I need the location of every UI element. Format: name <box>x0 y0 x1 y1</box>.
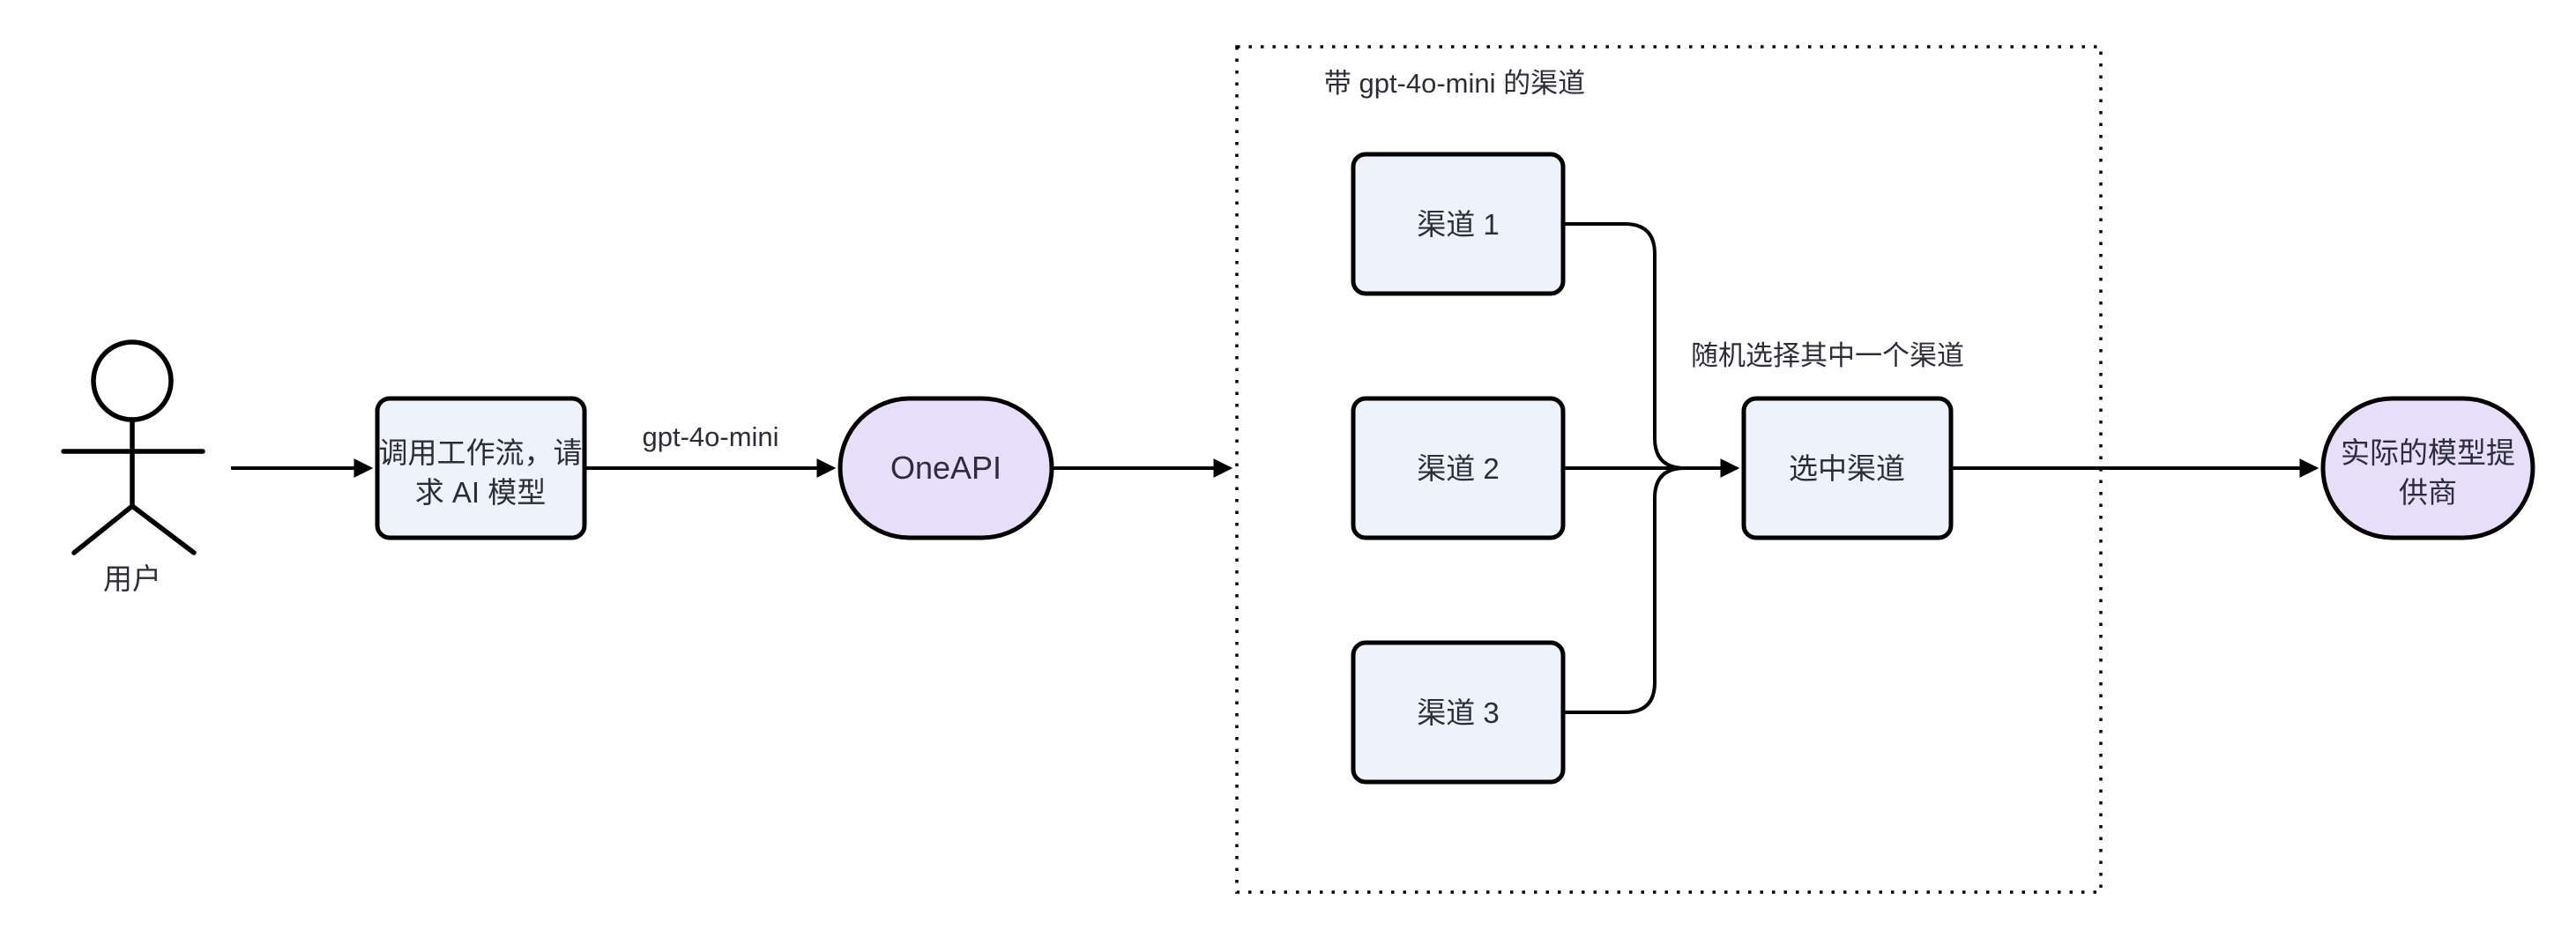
actor-label: 用户 <box>103 562 161 595</box>
node-oneapi: OneAPI <box>838 396 1054 540</box>
edge-channel-1-to-selected <box>1563 222 1686 470</box>
provider-label-line2: 供商 <box>2399 476 2457 509</box>
actor-left-leg <box>71 503 135 555</box>
node-selected-channel: 选中渠道 <box>1741 396 1954 540</box>
workflow-label-line1: 调用工作流，请 <box>379 436 583 469</box>
provider-label-line1: 实际的模型提 <box>2341 436 2515 469</box>
node-channel-3: 渠道 3 <box>1351 640 1566 785</box>
node-provider: 实际的模型提 供商 <box>2320 396 2535 540</box>
channel-group-title: 带 gpt-4o-mini 的渠道 <box>1324 68 1585 99</box>
random-select-annotation: 随机选择其中一个渠道 <box>1691 340 1964 371</box>
oneapi-label: OneAPI <box>890 450 1001 486</box>
actor-head <box>91 339 174 422</box>
node-channel-1: 渠道 1 <box>1351 152 1566 296</box>
actor-right-leg <box>130 503 197 555</box>
edge-channel-3-to-selected <box>1563 466 1686 714</box>
node-channel-2: 渠道 2 <box>1351 396 1566 540</box>
user-actor-icon <box>61 339 205 555</box>
node-workflow: 调用工作流，请 求 AI 模型 <box>375 396 587 540</box>
channel-2-label: 渠道 2 <box>1417 452 1500 485</box>
edge-model-label: gpt-4o-mini <box>642 421 778 452</box>
provider-stadium <box>2320 396 2535 540</box>
workflow-label-line2: 求 AI 模型 <box>415 476 547 509</box>
channel-1-label: 渠道 1 <box>1417 208 1500 241</box>
selected-channel-label: 选中渠道 <box>1789 452 1905 485</box>
channel-3-label: 渠道 3 <box>1417 696 1500 729</box>
